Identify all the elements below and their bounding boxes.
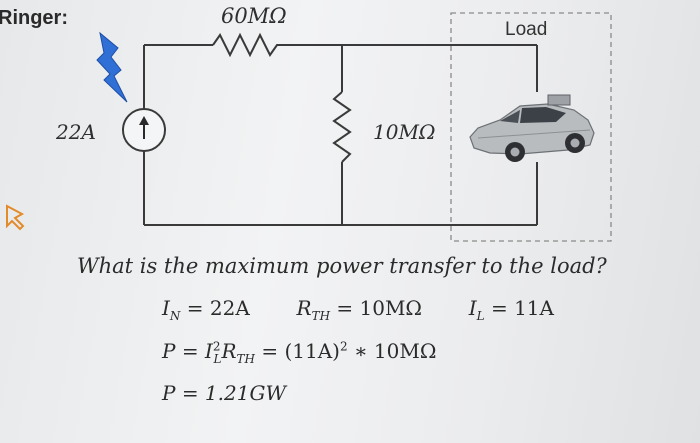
cursor-icon xyxy=(6,204,25,231)
norton-values-row: IN = 22A RTH = 10MΩ IL = 11A xyxy=(162,296,554,323)
shunt-resistor xyxy=(332,91,352,163)
question-text: What is the maximum power transfer to th… xyxy=(77,254,607,278)
load-box xyxy=(450,12,612,242)
car-icon xyxy=(469,94,595,162)
shunt-resistor-value: 10MΩ xyxy=(373,120,436,144)
wires xyxy=(143,44,538,226)
power-result-row: P = 1.21GW xyxy=(162,381,286,405)
ringer-label: Ringer: xyxy=(0,7,68,29)
series-resistor xyxy=(212,32,283,58)
load-label: Load xyxy=(505,19,547,40)
up-arrow-icon xyxy=(139,116,149,139)
source-current-value: 22A xyxy=(55,120,96,144)
series-resistor-value: 60MΩ xyxy=(221,4,287,28)
power-formula-row: P = I2LRTH = (11A)2 ∗ 10MΩ xyxy=(162,339,437,366)
lightning-icon xyxy=(96,31,128,103)
